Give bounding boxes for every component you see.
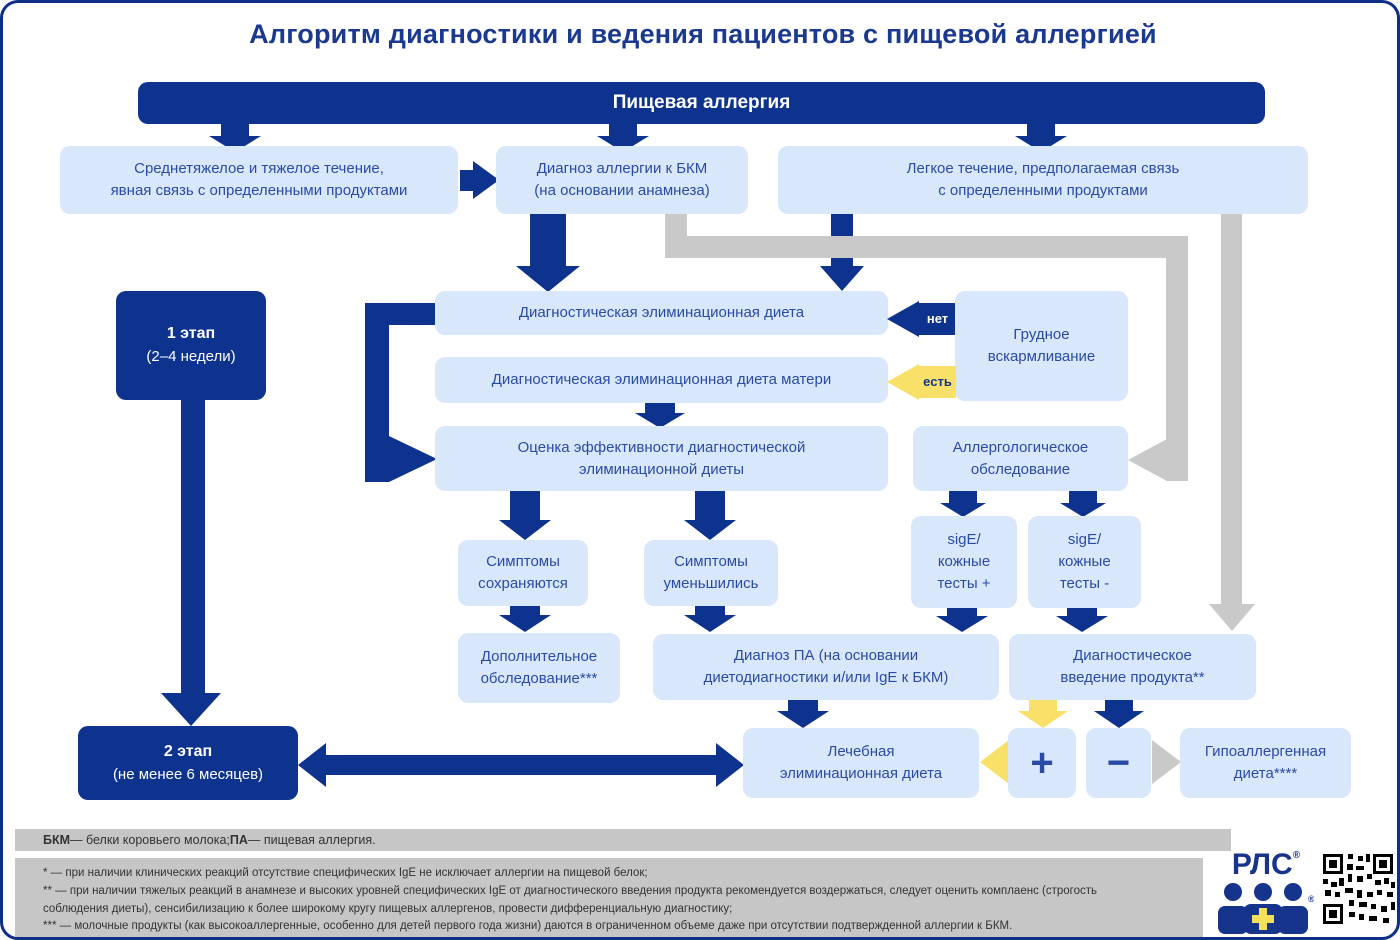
arrowhead-introduction-to-plus: [1018, 711, 1068, 728]
rls-people-icon: ®: [1218, 883, 1314, 934]
footnote-2: ** — при наличии тяжелых реакций в анамн…: [43, 884, 1098, 897]
arrowhead-cmp-to-diet: [516, 266, 580, 292]
arrow-mother-to-evaluation: [645, 403, 675, 415]
arrow-root-to-mild: [1027, 123, 1055, 137]
arrowhead-eval-to-decreased: [684, 520, 736, 540]
arrow-root-to-severe: [221, 123, 249, 137]
gray-path-horizontal: [665, 236, 1188, 258]
gray-arrowhead-to-introduction: [1209, 604, 1255, 631]
arrowhead-mother-to-evaluation: [635, 413, 685, 428]
arrow-introduction-to-minus: [1105, 700, 1133, 712]
arrowhead-pa-to-treatment: [777, 711, 829, 728]
abbreviations-panel: БКМ — белки коровьего молока; ПА — пищев…: [15, 829, 1231, 851]
node-allergy-exam: Аллергологическое обследование: [913, 426, 1128, 491]
arrow-introduction-to-plus: [1029, 700, 1057, 712]
rls-logo-text: РЛС: [1231, 848, 1293, 881]
label-no: нет: [926, 311, 949, 326]
arrow-yes: [919, 366, 956, 398]
arrowhead-sige-pos-to-pa: [936, 616, 988, 632]
arrowhead-stage1-to-stage2: [161, 693, 221, 726]
node-food-allergy: Пищевая аллергия: [138, 82, 1265, 124]
bracket-arrowhead: [389, 436, 437, 482]
arrow-exam-to-sige-neg: [1069, 491, 1097, 503]
node-pa-diagnosis: Диагноз ПА (на основании диетодиагностик…: [653, 634, 999, 700]
svg-text:®: ®: [1308, 894, 1314, 904]
arrowhead-yes: [887, 364, 919, 400]
arrowhead-exam-to-sige-pos: [940, 503, 986, 517]
arrowhead-exam-to-sige-neg: [1060, 503, 1106, 517]
gray-arrowhead-minus-to-hypo: [1152, 740, 1181, 784]
page-title: Алгоритм диагностики и ведения пациентов…: [249, 19, 1157, 49]
arrow-exam-to-sige-pos: [949, 491, 977, 503]
arrowhead-decreased-to-pa: [684, 615, 736, 632]
double-arrow-shaft: [318, 755, 724, 775]
node-symptoms-decreased: Симптомы уменьшились: [644, 540, 778, 606]
arrow-pa-to-treatment: [788, 700, 818, 712]
abbr-bkm-text: — белки коровьего молока;: [70, 833, 230, 847]
arrow-eval-to-decreased: [695, 491, 725, 520]
arrowhead-introduction-to-minus: [1094, 711, 1144, 728]
node-treatment-diet: Лечебная элиминационная диета: [743, 728, 979, 798]
node-severe-course: Среднетяжелое и тяжелое течение, явная с…: [60, 146, 458, 214]
node-diag-introduction: Диагностическое введение продукта**: [1009, 634, 1256, 700]
double-arrowhead-left: [298, 743, 326, 787]
stage2-box: 2 этап (не менее 6 месяцев): [78, 726, 298, 800]
arrowhead-persist-to-additional: [499, 615, 551, 632]
arrow-severe-to-cmp: [460, 170, 475, 191]
gray-arrowhead-to-allergy-exam: [1128, 439, 1167, 481]
node-sige-positive: sigE/ кожные тесты +: [911, 516, 1017, 608]
gray-path-vertical-right: [1221, 214, 1242, 604]
node-sige-negative: sigE/ кожные тесты -: [1028, 516, 1141, 608]
arrow-eval-to-persist: [510, 491, 540, 520]
footnote-3: *** — молочные продукты (как высокоаллер…: [43, 920, 1013, 933]
footnote-1: * — при наличии клинических реакций отсу…: [43, 867, 648, 879]
node-plus: +: [1008, 728, 1076, 798]
double-arrowhead-right: [716, 743, 744, 787]
arrow-decreased-to-pa: [695, 606, 725, 616]
stage1-title: 1 этап: [166, 325, 216, 343]
footnote-2b: соблюдения диеты), сенсибилизацию к боле…: [43, 902, 733, 915]
rls-logo-reg: ®: [1292, 850, 1301, 861]
stage-connector-line: [181, 400, 205, 693]
stage1-box: 1 этап (2–4 недели): [116, 291, 266, 400]
plus-sign: +: [1030, 741, 1054, 785]
label-yes: есть: [923, 374, 952, 389]
node-minus: −: [1086, 728, 1151, 798]
yellow-arrowhead-plus-to-treatment: [980, 740, 1009, 784]
node-breastfeeding: Грудное вскармливание: [955, 291, 1128, 401]
node-hypoallergenic-diet: Гипоаллергенная диета****: [1180, 728, 1351, 798]
arrowhead-eval-to-persist: [499, 520, 551, 540]
bracket-vertical: [365, 303, 389, 482]
qr-code: [1321, 852, 1395, 926]
arrow-sige-neg-to-introduction: [1067, 608, 1097, 617]
node-diag-diet: Диагностическая элиминационная диета: [435, 291, 888, 335]
node-mild-course: Легкое течение, предполагаемая связь с о…: [778, 146, 1308, 214]
footnotes-panel: * — при наличии клинических реакций отсу…: [15, 858, 1203, 937]
arrow-no: [919, 303, 956, 335]
abbr-bkm: БКМ: [43, 833, 71, 847]
abbr-pa-text: — пищевая аллергия.: [247, 833, 376, 847]
arrowhead-mild-to-diet: [820, 266, 864, 291]
arrowhead-severe-to-cmp: [473, 161, 499, 199]
arrowhead-no: [887, 301, 919, 337]
node-evaluation: Оценка эффективности диагностической эли…: [435, 426, 888, 491]
arrow-persist-to-additional: [510, 606, 540, 616]
stage2-subtitle: (не менее 6 месяцев): [112, 765, 264, 783]
arrow-root-to-cmp: [609, 123, 637, 137]
abbr-pa: ПА: [229, 833, 248, 847]
arrow-sige-pos-to-pa: [947, 608, 977, 617]
gray-path-vertical-left: [1166, 236, 1188, 481]
arrowhead-sige-neg-to-introduction: [1056, 616, 1108, 632]
minus-sign: −: [1106, 741, 1131, 785]
stage1-subtitle: (2–4 недели): [146, 348, 236, 366]
node-additional-exam: Дополнительное обследование***: [458, 633, 620, 703]
node-symptoms-persist: Симптомы сохраняются: [458, 540, 588, 606]
node-cmp-diagnosis: Диагноз аллергии к БКМ (на основании ана…: [496, 146, 748, 214]
arrow-cmp-to-diet: [530, 214, 566, 267]
rls-logo: РЛС® ®: [1216, 850, 1316, 936]
node-diag-diet-mother: Диагностическая элиминационная диета мат…: [435, 357, 888, 403]
stage2-title: 2 этап: [163, 742, 213, 760]
